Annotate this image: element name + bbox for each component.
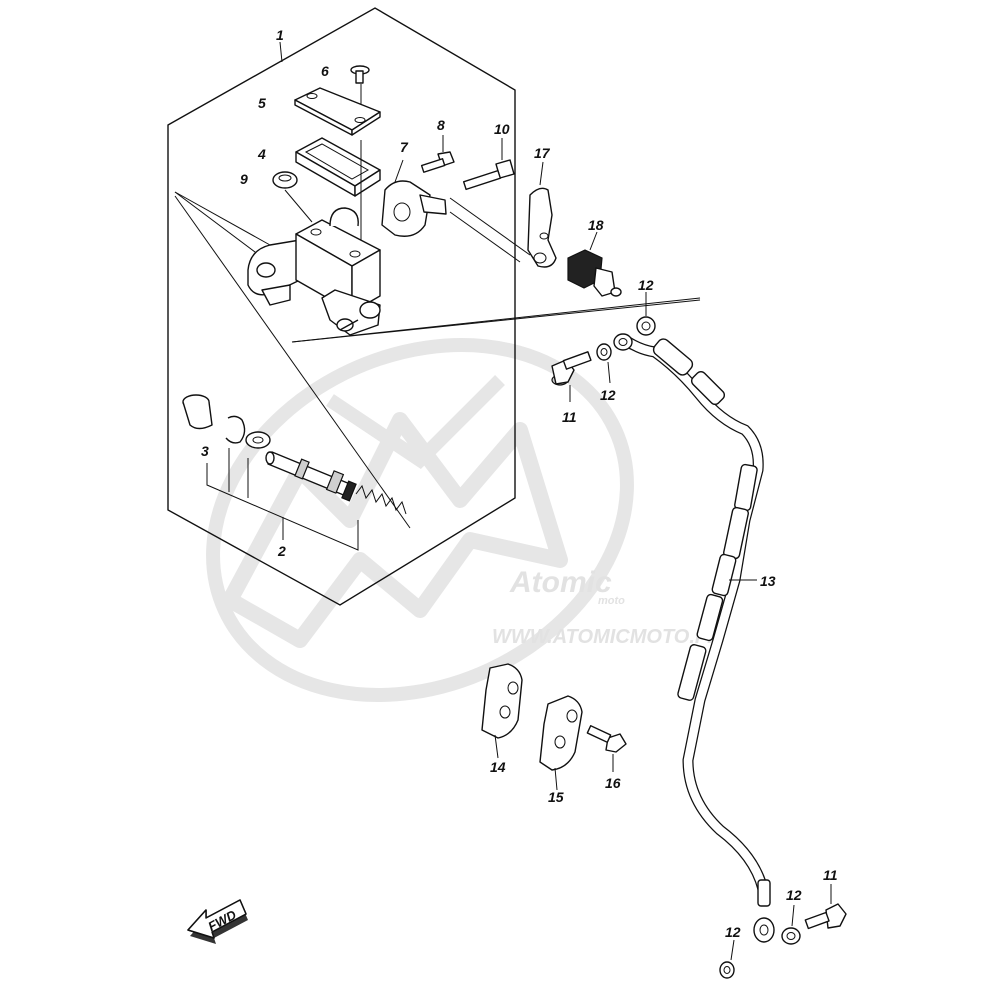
washer-part-12-b bbox=[636, 292, 656, 336]
bolt-part-10 bbox=[462, 138, 515, 191]
diaphragm-part-4 bbox=[295, 137, 381, 240]
boot-part-3 bbox=[182, 394, 213, 430]
callout-10: 10 bbox=[494, 121, 510, 137]
callout-18: 18 bbox=[588, 217, 604, 233]
forward-direction-arrow: FWD bbox=[187, 899, 248, 944]
assembly-outline bbox=[167, 7, 516, 606]
callout-9: 9 bbox=[240, 171, 248, 187]
group-brackets bbox=[206, 448, 359, 551]
piston-part-2 bbox=[265, 451, 407, 515]
callout-8: 8 bbox=[437, 117, 445, 133]
washer-part-12-c bbox=[781, 904, 801, 945]
master-cylinder-body bbox=[247, 207, 381, 336]
washer bbox=[245, 431, 271, 449]
callout-17: 17 bbox=[534, 145, 551, 161]
clamp-part-14 bbox=[481, 663, 523, 759]
switch-part-18 bbox=[567, 231, 622, 297]
watermark-brand-sub: moto bbox=[598, 595, 625, 607]
watermark-url: WWW.ATOMICMOTO.FR bbox=[492, 626, 722, 648]
callout-2: 2 bbox=[277, 543, 286, 559]
callout-14: 14 bbox=[490, 759, 506, 775]
hose-part-13 bbox=[613, 333, 775, 943]
callout-12-bottom-right: 12 bbox=[786, 887, 802, 903]
callout-16: 16 bbox=[605, 775, 621, 791]
callout-12-top-right: 12 bbox=[638, 277, 654, 293]
banjo-bolt-part-11-top bbox=[551, 351, 592, 402]
clamp-part-15 bbox=[539, 695, 583, 791]
watermark-brand: Atomic bbox=[509, 566, 612, 599]
callout-7: 7 bbox=[400, 139, 409, 155]
callout-15: 15 bbox=[548, 789, 564, 805]
callout-1: 1 bbox=[276, 27, 284, 43]
circlip bbox=[225, 415, 246, 444]
callout-11-top: 11 bbox=[562, 409, 577, 425]
bolt-part-8 bbox=[420, 135, 455, 173]
callout-6: 6 bbox=[321, 63, 329, 79]
lever-bracket-part-17 bbox=[527, 161, 557, 268]
washer-part-12-a bbox=[596, 343, 612, 384]
callout-4: 4 bbox=[257, 146, 266, 162]
callout-5: 5 bbox=[258, 95, 266, 111]
bolt-part-16 bbox=[586, 725, 627, 772]
holder-part-7 bbox=[381, 159, 447, 237]
callouts: 1 2 3 4 5 6 7 8 9 10 11 11 12 12 12 12 1… bbox=[201, 27, 838, 940]
callout-3: 3 bbox=[201, 443, 209, 459]
plate-part-9 bbox=[272, 171, 313, 223]
callout-11-bottom: 11 bbox=[823, 867, 838, 883]
callout-12-top-left: 12 bbox=[600, 387, 616, 403]
banjo-bolt-part-11-bottom bbox=[804, 884, 847, 930]
reservoir-cap-part-5 bbox=[294, 87, 381, 136]
callout-12-bottom-left: 12 bbox=[725, 924, 741, 940]
washer-part-12-d bbox=[719, 939, 735, 979]
callout-13: 13 bbox=[760, 573, 776, 589]
